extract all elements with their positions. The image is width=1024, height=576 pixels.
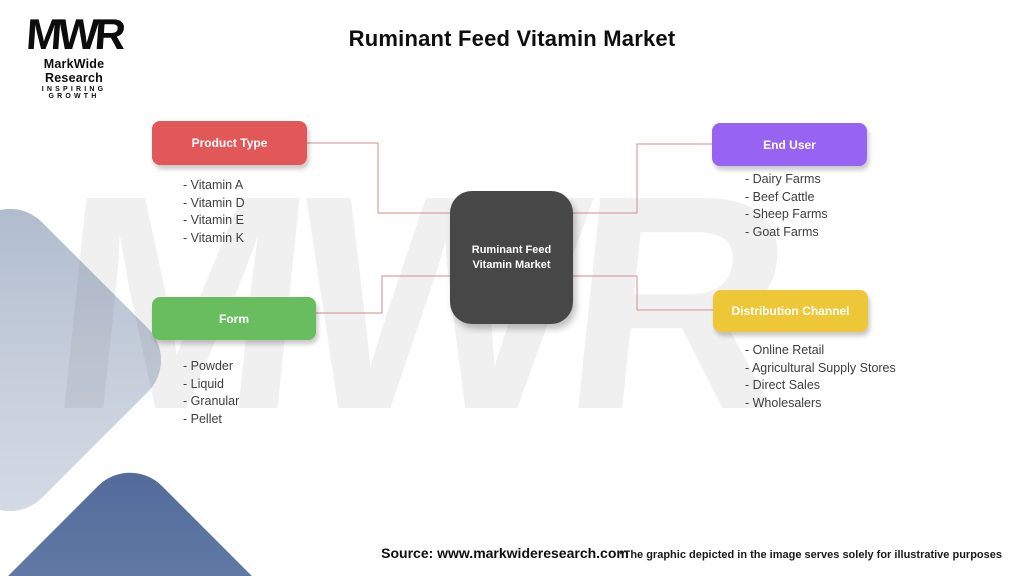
connector-distribution-channel — [573, 275, 713, 311]
branch-label-product-type: Product Type — [191, 136, 268, 150]
list-item: - Vitamin A — [183, 178, 244, 192]
list-item: - Granular — [183, 394, 240, 408]
list-item: - Pellet — [183, 411, 222, 426]
connector-form — [316, 275, 450, 314]
logo-tagline: INSPIRING GROWTH — [41, 86, 107, 101]
connector-end-user — [573, 143, 712, 214]
list-item: - Wholesalers — [745, 395, 822, 410]
disclaimer-text: *The graphic depicted in the image serve… — [619, 549, 1002, 561]
list-item: - Dairy Farms — [745, 172, 821, 186]
markwide-logo: MWR MarkWide Research INSPIRING GROWTH — [20, 11, 128, 101]
logo-name: MarkWide Research — [43, 57, 105, 86]
branch-list-product-type: - Vitamin A - Vitamin D - Vitamin E - Vi… — [183, 177, 245, 247]
branch-list-form: - Powder - Liquid - Granular - Pellet — [183, 358, 239, 428]
list-item: - Vitamin K — [183, 230, 244, 245]
list-item: - Sheep Farms — [745, 207, 828, 221]
list-item: - Direct Sales — [745, 378, 821, 392]
central-node-label-line1: Ruminant Feed — [471, 243, 552, 256]
branch-label-distribution-channel: Distribution Channel — [731, 304, 850, 318]
branch-list-distribution-channel: - Online Retail - Agricultural Supply St… — [745, 342, 896, 412]
branch-box-product-type: Product Type — [152, 121, 307, 165]
branch-label-end-user: End User — [763, 137, 816, 152]
list-item: - Goat Farms — [745, 224, 819, 239]
list-item: - Vitamin D — [183, 195, 245, 210]
list-item: - Beef Cattle — [745, 189, 815, 204]
list-item: - Agricultural Supply Stores — [745, 360, 896, 375]
list-item: - Powder — [183, 359, 234, 373]
branch-box-form: Form — [152, 297, 316, 340]
list-item: - Liquid — [183, 376, 224, 391]
branch-box-end-user: End User — [712, 123, 867, 166]
source-text: Source: www.markwideresearch.com — [381, 545, 629, 561]
branch-list-end-user: - Dairy Farms - Beef Cattle - Sheep Farm… — [745, 171, 828, 241]
branch-label-form: Form — [219, 311, 249, 326]
connector-product-type — [307, 142, 450, 214]
page-title: Ruminant Feed Vitamin Market — [348, 26, 676, 51]
list-item: - Vitamin E — [183, 213, 244, 227]
central-node-label-line2: Vitamin Market — [472, 258, 551, 271]
branch-box-distribution-channel: Distribution Channel — [713, 290, 868, 332]
list-item: - Online Retail — [745, 343, 825, 357]
central-node: Ruminant Feed Vitamin Market — [450, 191, 573, 324]
